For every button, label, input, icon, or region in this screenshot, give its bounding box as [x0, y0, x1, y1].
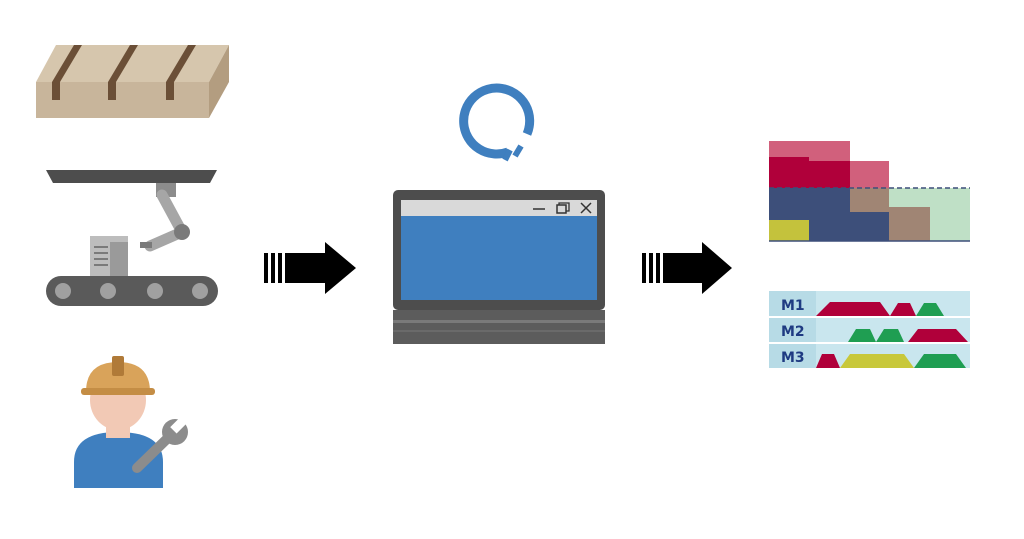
close-icon[interactable] [580, 202, 592, 214]
gantt-schedule-icon: M1 M2 M3 [769, 291, 970, 368]
right-arrow-icon [642, 242, 732, 294]
gantt-row-label-m2: M2 [781, 324, 805, 340]
cardboard-boxes-icon [36, 45, 229, 118]
gantt-row-label-m3: M3 [781, 350, 805, 366]
machine-part [90, 236, 128, 276]
laptop-base [393, 310, 605, 344]
gantt-row-label-m1: M1 [781, 298, 805, 314]
stacked-load-chart-icon [769, 141, 970, 242]
laptop-screen [401, 200, 597, 300]
worker-with-wrench-icon [74, 356, 188, 488]
robot-arm-conveyor-icon [46, 170, 218, 306]
restore-icon[interactable] [556, 202, 570, 214]
box-3 [150, 45, 229, 118]
wrench-icon [132, 417, 188, 473]
window-titlebar [401, 200, 597, 216]
laptop-icon [393, 190, 605, 344]
conveyor-belt [46, 276, 218, 306]
right-arrow-icon [264, 242, 356, 294]
loading-spinner-icon [459, 83, 535, 162]
